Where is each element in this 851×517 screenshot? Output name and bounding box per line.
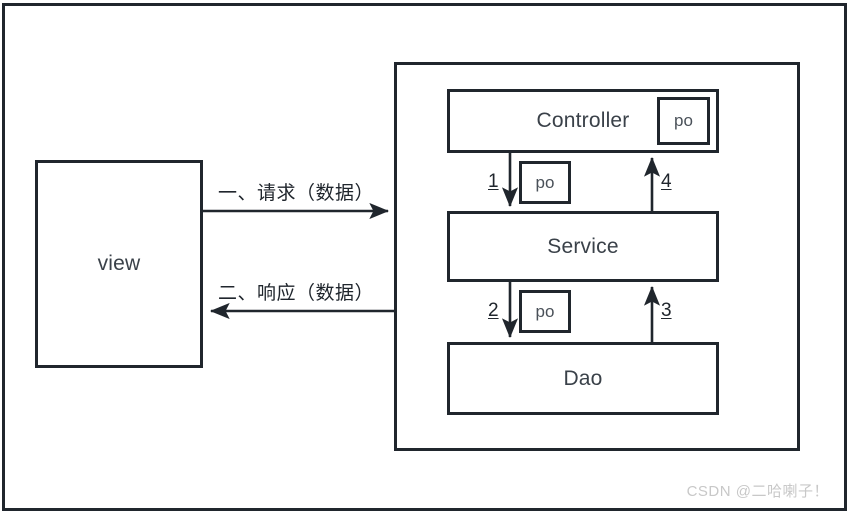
- step-number-2: 2: [488, 300, 499, 321]
- step-number-3: 3: [661, 300, 672, 321]
- po-label: po: [535, 172, 555, 192]
- po-label: po: [674, 111, 693, 130]
- dao-box[interactable]: Dao: [447, 342, 719, 415]
- request-flow-label: 一、请求（数据）: [218, 183, 375, 204]
- view-box[interactable]: view: [35, 160, 203, 368]
- dao-label: Dao: [563, 366, 603, 390]
- po-box-service-dao[interactable]: po: [519, 290, 571, 333]
- server-container-box: [394, 62, 800, 451]
- view-label: view: [97, 252, 141, 275]
- controller-label: Controller: [536, 109, 630, 132]
- service-box[interactable]: Service: [447, 211, 719, 282]
- outer-frame-border: [2, 3, 847, 511]
- step-number-4: 4: [661, 171, 672, 192]
- response-flow-label: 二、响应（数据）: [218, 283, 375, 304]
- po-box-controller-service[interactable]: po: [519, 161, 571, 204]
- step-number-1: 1: [488, 171, 499, 192]
- po-label: po: [535, 301, 555, 321]
- controller-box[interactable]: Controller: [447, 89, 719, 153]
- service-label: Service: [547, 234, 619, 258]
- po-box-controller[interactable]: po: [657, 97, 710, 145]
- watermark-text: CSDN @二哈喇子！: [686, 483, 829, 500]
